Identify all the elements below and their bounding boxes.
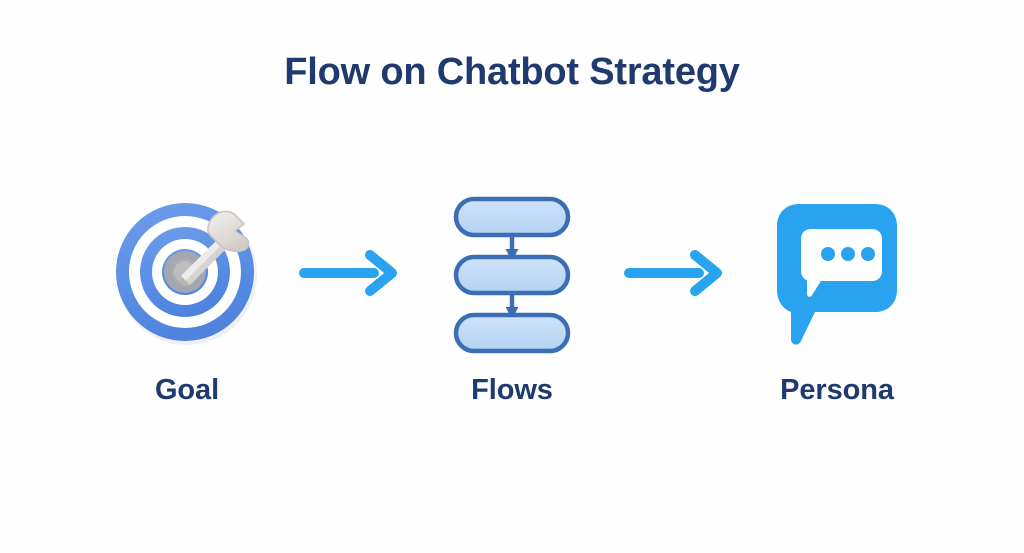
connector-goal-to-flows <box>295 185 405 360</box>
stage-persona[interactable]: Persona <box>730 185 945 407</box>
chat-dot-1 <box>821 246 835 261</box>
chat-dot-3 <box>861 246 875 261</box>
process-flow-row: Goal <box>0 185 1024 445</box>
stage-flows-icon-wrap <box>425 185 600 360</box>
stage-flows-label: Flows <box>471 374 553 406</box>
page-title: Flow on Chatbot Strategy <box>284 51 740 93</box>
connector-flows-to-persona <box>620 185 730 360</box>
stage-goal[interactable]: Goal <box>80 185 295 407</box>
arrow-right-icon <box>623 249 722 296</box>
stage-goal-icon-wrap <box>100 185 275 360</box>
stage-goal-label: Goal <box>154 374 220 406</box>
stage-flows[interactable]: Flows <box>405 185 620 407</box>
stacked-flow-boxes-icon <box>453 196 571 353</box>
flow-box-3 <box>453 312 571 353</box>
chat-bubble-inner <box>801 228 882 297</box>
flow-box-1 <box>453 196 571 237</box>
target-bullseye-dart-icon <box>116 202 257 345</box>
flow-box-2 <box>453 254 571 295</box>
chat-bubble-icon <box>777 203 897 345</box>
arrow-right-icon <box>298 249 397 296</box>
chat-dot-2 <box>841 246 855 261</box>
stage-persona-label: Persona <box>780 374 894 406</box>
stage-persona-icon-wrap <box>750 185 925 360</box>
